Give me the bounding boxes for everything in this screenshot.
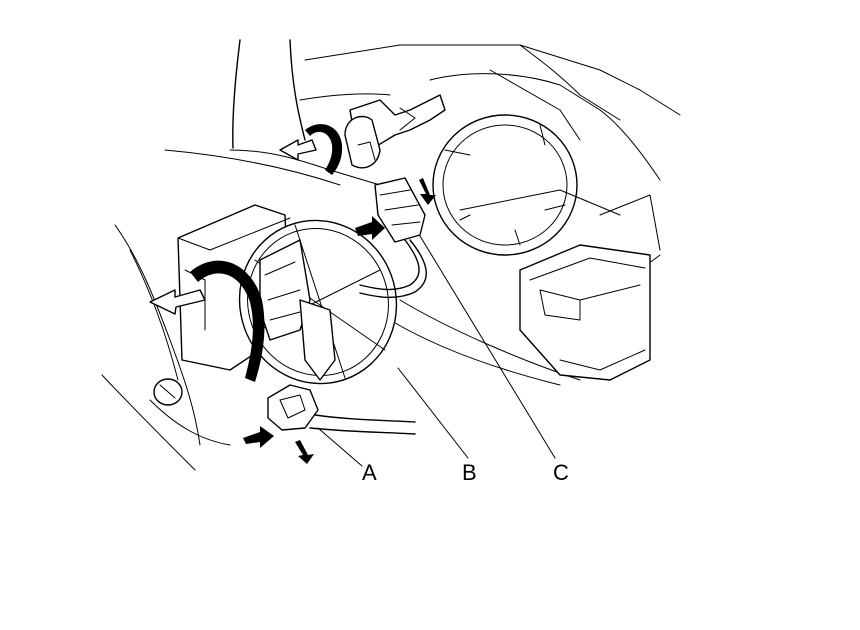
leader-lines: [317, 235, 556, 467]
dust-cover: [238, 219, 398, 385]
mounting-post: [153, 378, 183, 406]
disconnect-arrows-a: [243, 426, 314, 464]
callout-b-label: B: [462, 460, 477, 485]
callout-c-label: C: [553, 460, 569, 485]
rotate-bulb-arrow: [279, 124, 343, 175]
rotate-cover-arrow: [149, 260, 265, 382]
callout-a-label: A: [362, 460, 377, 485]
side-module: [519, 244, 651, 381]
disconnect-arrows-c: [355, 178, 436, 240]
headlight-bulb: [344, 94, 446, 169]
headlight-housing-opening: [432, 114, 578, 256]
connector-c: [359, 177, 427, 299]
connector-a: [267, 384, 416, 435]
